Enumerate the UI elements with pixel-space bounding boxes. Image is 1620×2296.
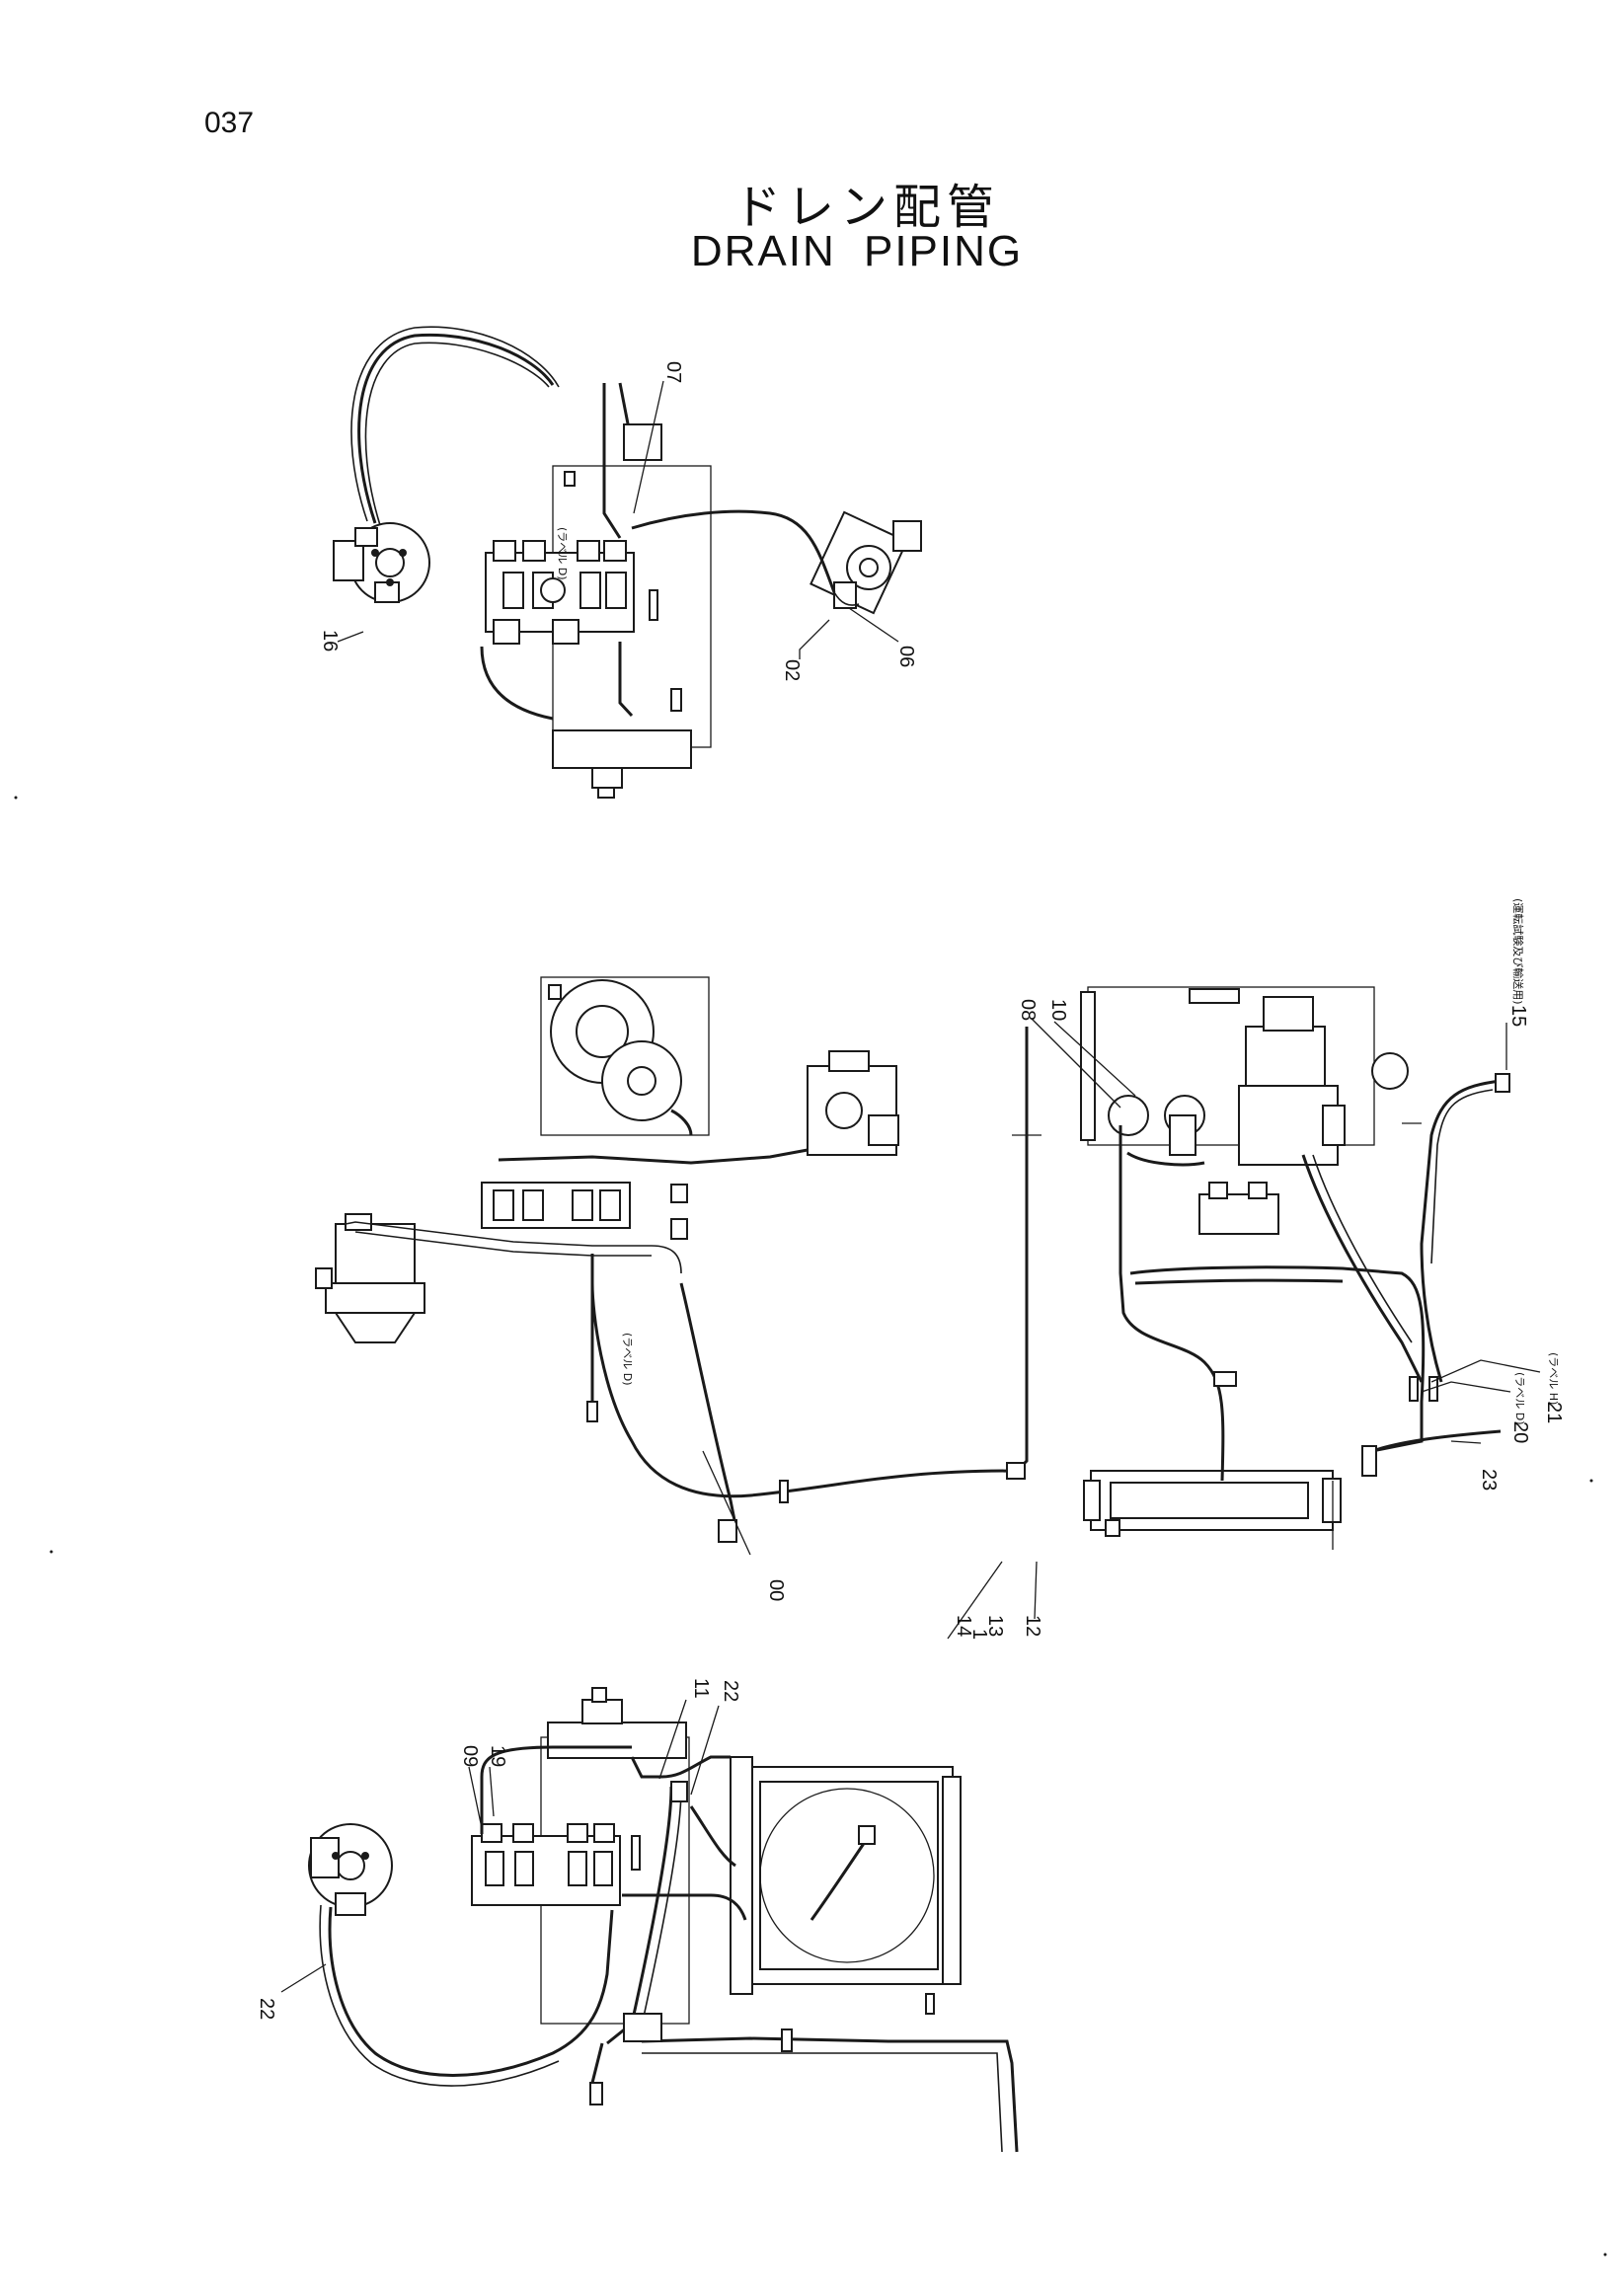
- top-swing-motor: [333, 522, 430, 603]
- callout-13: 13: [984, 1615, 1006, 1637]
- note-transport-use: (運転試験及び輸送用): [1511, 898, 1525, 1005]
- callout-10: 10: [1047, 999, 1069, 1021]
- callout-14: 14: [953, 1615, 974, 1637]
- note-label-d-right: (ラベル D): [1513, 1372, 1526, 1425]
- note-label-h: (ラベル H): [1547, 1352, 1560, 1405]
- callout-06: 06: [895, 646, 917, 667]
- top-control-valve: [485, 540, 635, 645]
- page-number: 037: [204, 107, 255, 139]
- bottom-radiator: [730, 1756, 962, 2015]
- bottom-swing-motor: [308, 1823, 393, 1916]
- callout-15: 15: [1507, 1005, 1529, 1027]
- middle-small-valve: [1198, 1182, 1279, 1235]
- top-pump-unit: [552, 729, 692, 799]
- top-pilot-pump: [810, 510, 922, 615]
- callout-16: 16: [319, 630, 341, 651]
- callout-20: 20: [1509, 1421, 1531, 1443]
- callout-22-top: 22: [720, 1680, 741, 1702]
- top-view: 07 16 02 06 (ラベル D): [319, 326, 922, 799]
- middle-pilot-pump: [807, 1050, 899, 1156]
- middle-main-pump: [1238, 996, 1346, 1166]
- callout-19: 19: [487, 1745, 508, 1767]
- bottom-view: 11 22 09 19 22: [256, 1678, 1019, 2153]
- middle-control-valve: [481, 1182, 631, 1229]
- bottom-filter: [623, 2013, 662, 2042]
- top-filter: [623, 423, 662, 461]
- title-english: DRAIN PIPING: [690, 227, 1024, 275]
- callout-08: 08: [1017, 999, 1039, 1021]
- callout-23: 23: [1478, 1469, 1500, 1491]
- middle-view: 08 10 15 (運転試験及び輸送用) 21 (ラベル H) 20 (ラベル …: [315, 898, 1565, 1640]
- callout-11: 11: [690, 1678, 712, 1699]
- note-label-d-left: (ラベル D): [621, 1333, 634, 1386]
- note-label-d-top: (ラベル D): [556, 527, 569, 580]
- callout-21: 21: [1543, 1402, 1565, 1423]
- callout-00: 00: [765, 1579, 787, 1601]
- bottom-control-valve: [471, 1823, 621, 1906]
- callout-12: 12: [1022, 1615, 1043, 1637]
- callout-02: 02: [781, 659, 803, 681]
- title-japanese: ドレン配管: [733, 180, 1000, 235]
- middle-engine-housing: [540, 976, 710, 1136]
- callout-07: 07: [662, 361, 684, 383]
- callout-22-left: 22: [256, 1998, 277, 2020]
- callout-09: 09: [459, 1745, 481, 1767]
- callout-1: 1: [968, 1629, 990, 1640]
- middle-oil-cooler: [1083, 1470, 1342, 1550]
